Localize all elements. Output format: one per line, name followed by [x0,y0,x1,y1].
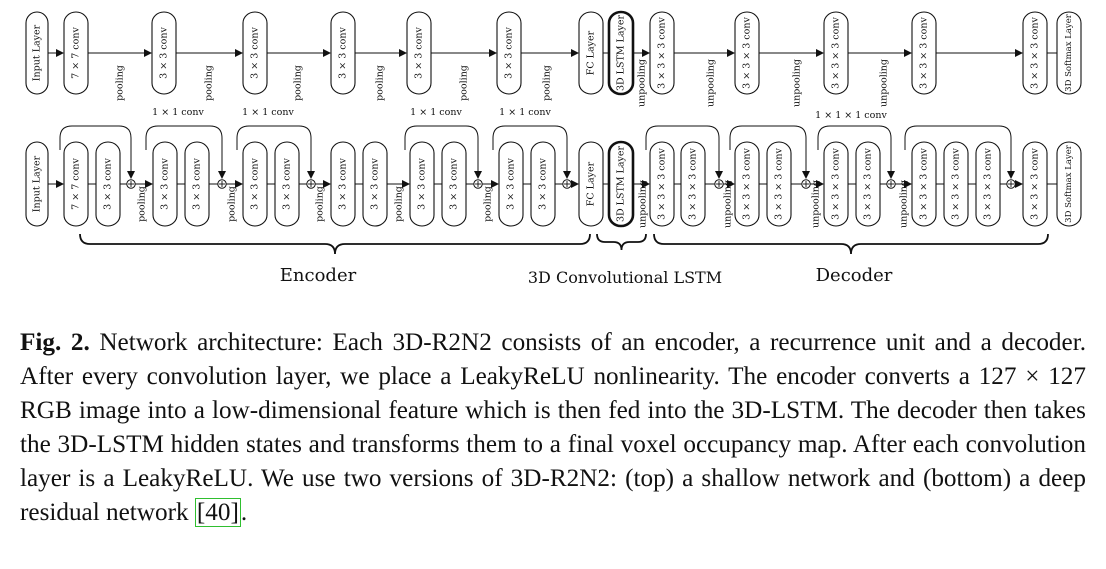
conv-3x3-block-label: 3 × 3 conv [449,158,460,210]
conv-3x3-block-label: 3 × 3 conv [250,27,261,79]
decoder-label: Decoder [816,265,893,286]
skip-connection [729,125,810,179]
encoder-label: Encoder [280,265,357,286]
skip-connection [645,125,723,179]
conv-3x3-block-label: 3 × 3 conv [338,27,349,79]
conv-1x1-label: 1 × 1 conv [242,107,294,118]
unpooling-label: unpooling [706,59,717,107]
lstm-layer-block-label: 3D LSTM Layer [616,15,627,92]
conv-3x3-block-label: 3 × 3 conv [417,158,428,210]
pooling-label: pooling [542,65,553,101]
unpooling-label: unpooling [638,180,649,228]
conv-3x3x3-block-label: 3 × 3 × 3 conv [919,148,930,220]
conv-3x3x3-block-label: 3 × 3 × 3 conv [831,148,842,220]
pooling-label: pooling [115,65,126,101]
network-architecture-diagram: Input Layer 7 × 7 conv 3 × 3 conv 3 × 3 con… [25,10,1082,287]
skip-connection [236,125,315,179]
conv-7x7-block-label: 7 × 7 conv [71,27,82,79]
conv-3x3x3-block-label: 3 × 3 × 3 conv [983,148,994,220]
conv-3x3-block-label: 3 × 3 conv [250,158,261,210]
conv-3x3x3-block-label: 3 × 3 × 3 conv [688,148,699,220]
unpooling-label: unpooling [899,180,910,228]
skip-connection [817,125,895,179]
lstm-layer-block-label: 3D LSTM Layer [616,146,627,223]
conv-3x3x3-block-label: 3 × 3 × 3 conv [774,148,785,220]
pooling-label: pooling [394,186,405,222]
conv-1x1x1-label: 1 × 1 × 1 conv [815,110,887,121]
skip-connection [59,125,135,179]
pooling-label: pooling [227,186,238,222]
caption-text: Network architecture: Each 3D-R2N2 consi… [20,329,1086,526]
caption-end: . [240,499,248,526]
pooling-label: pooling [315,186,326,222]
conv-1x1-label: 1 × 1 conv [152,107,204,118]
pooling-label: pooling [375,65,386,101]
unpooling-label: unpooling [879,59,890,107]
conv-3x3x3-block-label: 3 × 3 × 3 conv [742,17,753,89]
input-layer-block-label: Input Layer [32,155,43,212]
section-braces: Encoder 3D Convolutional LSTM Decoder [79,233,1049,287]
citation-link[interactable]: [40] [194,498,241,527]
conv-3x3-block-label: 3 × 3 conv [414,27,425,79]
conv-1x1-label: 1 × 1 conv [410,107,462,118]
pooling-label: pooling [137,186,148,222]
figure-caption: Fig. 2. Network architecture: Each 3D-R2… [20,326,1086,530]
fc-layer-block-label: FC Layer [586,30,597,75]
conv-3x3x3-block-label: 3 × 3 × 3 conv [863,148,874,220]
shallow-network-row: Input Layer 7 × 7 conv 3 × 3 conv 3 × 3 con… [25,10,1082,107]
conv-3x3-block-label: 3 × 3 conv [282,158,293,210]
conv-3x3-block-label: 3 × 3 conv [159,27,170,79]
unpooling-label: unpooling [637,59,648,107]
softmax-layer-block-label: 3D Softmax Layer [1064,144,1074,223]
conv-3x3-block-label: 3 × 3 conv [538,158,549,210]
conv-3x3-block-label: 3 × 3 conv [504,27,515,79]
pooling-label: pooling [293,65,304,101]
encoder-brace [79,233,591,255]
conv-3x3-block-label: 3 × 3 conv [370,158,381,210]
skip-connection [492,125,571,179]
conv-3x3x3-block-label: 3 × 3 × 3 conv [657,148,668,220]
conv-3x3-block-label: 3 × 3 conv [103,158,114,210]
skip-connection [404,125,482,179]
conv-3x3-block-label: 3 × 3 conv [192,158,203,210]
conv-7x7-block-label: 7 × 7 conv [71,158,82,210]
conv-3x3x3-block-label: 3 × 3 × 3 conv [919,17,930,89]
unpooling-label: unpooling [811,180,822,228]
pooling-label: pooling [204,65,215,101]
unpooling-label: unpooling [792,59,803,107]
lstm-section-label: 3D Convolutional LSTM [528,268,722,287]
fc-layer-block-label: FC Layer [586,161,597,206]
conv-3x3x3-block-label: 3 × 3 × 3 conv [1030,148,1041,220]
input-layer-block-label: Input Layer [32,24,43,81]
skip-connection [904,125,1015,179]
conv-3x3-block-label: 3 × 3 conv [338,158,349,210]
conv-3x3x3-block-label: 3 × 3 × 3 conv [657,17,668,89]
deep-residual-network-row: Input Layer 7 × 7 conv 3 × 3 conv 3 × 3 con… [25,107,1082,228]
pooling-label: pooling [459,65,470,101]
conv-3x3x3-block-label: 3 × 3 × 3 conv [742,148,753,220]
conv-3x3x3-block-label: 3 × 3 × 3 conv [951,148,962,220]
skip-connection [145,125,226,179]
unpooling-label: unpooling [723,180,734,228]
softmax-layer-block-label: 3D Softmax Layer [1064,13,1074,92]
figure-label: Fig. 2. [20,329,90,356]
pooling-label: pooling [483,186,494,222]
lstm-brace [596,233,647,251]
conv-3x3x3-block-label: 3 × 3 × 3 conv [831,17,842,89]
conv-3x3-block-label: 3 × 3 conv [506,158,517,210]
conv-3x3x3-block-label: 3 × 3 × 3 conv [1030,17,1041,89]
conv-1x1-label: 1 × 1 conv [499,107,551,118]
conv-3x3-block-label: 3 × 3 conv [160,158,171,210]
decoder-brace [653,233,1049,255]
